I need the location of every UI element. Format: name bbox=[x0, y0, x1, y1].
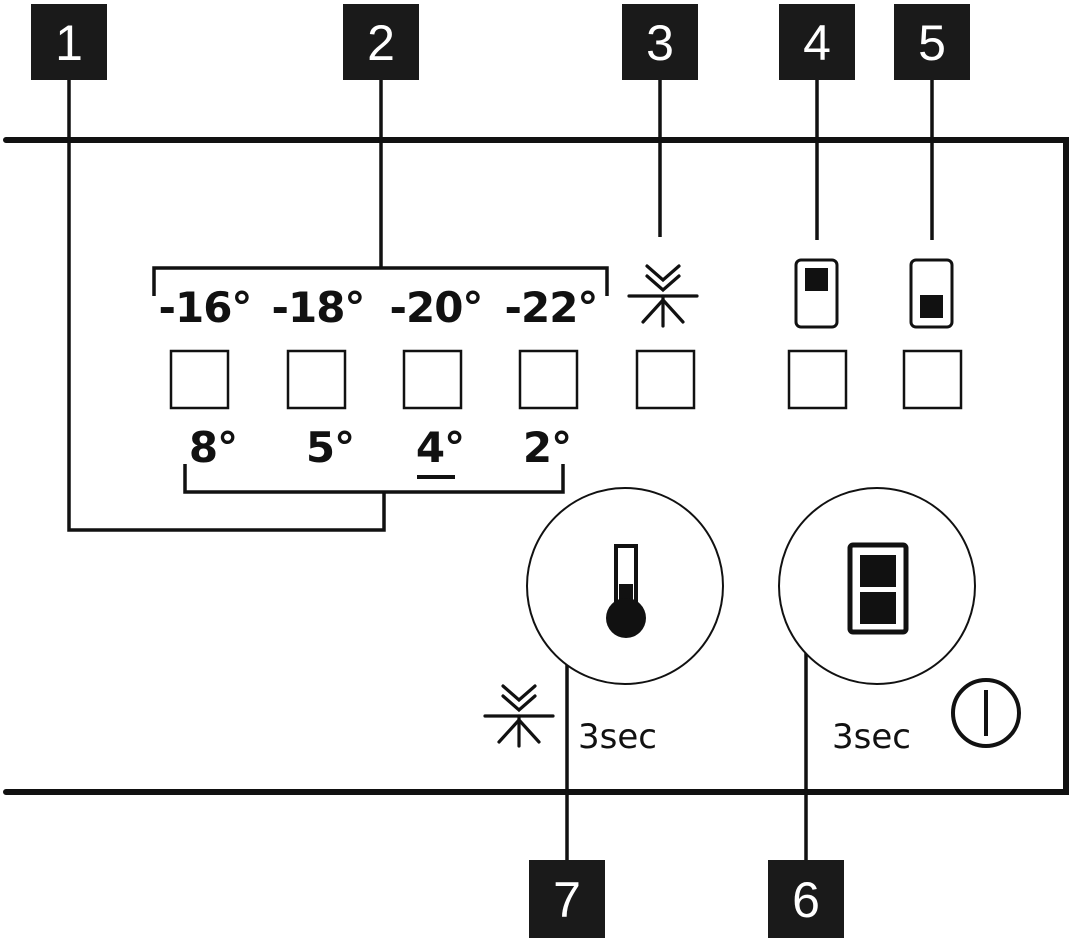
temp-hold-label: 3sec bbox=[578, 717, 657, 757]
mode-button[interactable] bbox=[778, 487, 976, 685]
callout-3: 3 bbox=[622, 4, 698, 80]
callout-2-label: 2 bbox=[367, 15, 395, 71]
callout-5: 5 bbox=[894, 4, 970, 80]
super-freeze-indicator bbox=[635, 349, 696, 410]
fridge-temp-label: 2° bbox=[523, 423, 571, 472]
callout-2: 2 bbox=[343, 4, 419, 80]
fridge-temp-label: 8° bbox=[189, 423, 237, 472]
callout-6-label: 6 bbox=[792, 872, 820, 928]
freezer-temp-label: -16° bbox=[159, 283, 252, 332]
temp-indicator-3 bbox=[402, 349, 463, 410]
freezer-temp-label: -18° bbox=[272, 283, 365, 332]
callout-1-label: 1 bbox=[55, 15, 83, 71]
fridge-freezer-icon bbox=[847, 542, 909, 635]
mode-hold-label: 3sec bbox=[832, 717, 911, 757]
temperature-button[interactable] bbox=[526, 487, 724, 685]
snowflake-icon bbox=[627, 264, 699, 328]
default-temp-underline bbox=[417, 475, 455, 479]
freezer-temp-label: -20° bbox=[390, 283, 483, 332]
temp-indicator-4 bbox=[518, 349, 579, 410]
callout-7: 7 bbox=[529, 860, 605, 938]
fridge-temp-label-default: 4° bbox=[416, 423, 464, 472]
temp-indicator-1 bbox=[169, 349, 230, 410]
callout-6: 6 bbox=[768, 860, 844, 938]
callout-1: 1 bbox=[31, 4, 107, 80]
callout-7-label: 7 bbox=[553, 872, 581, 928]
temp-indicator-2 bbox=[286, 349, 347, 410]
freezer-bottom-compartment-icon bbox=[909, 258, 954, 329]
thermometer-icon bbox=[606, 544, 646, 638]
leader-line-1 bbox=[67, 80, 386, 532]
freezer-indicator bbox=[902, 349, 963, 410]
snowflake-icon bbox=[483, 684, 555, 748]
fridge-temps-bracket bbox=[183, 464, 565, 494]
callout-3-label: 3 bbox=[646, 15, 674, 71]
callout-4: 4 bbox=[779, 4, 855, 80]
power-icon bbox=[951, 678, 1021, 748]
callout-4-label: 4 bbox=[803, 15, 831, 71]
freezer-temp-label: -22° bbox=[505, 283, 598, 332]
fridge-indicator bbox=[787, 349, 848, 410]
callout-5-label: 5 bbox=[918, 15, 946, 71]
freezer-temps-bracket bbox=[152, 266, 609, 296]
panel-frame bbox=[3, 137, 1069, 795]
fridge-top-compartment-icon bbox=[794, 258, 839, 329]
fridge-temp-label: 5° bbox=[306, 423, 354, 472]
